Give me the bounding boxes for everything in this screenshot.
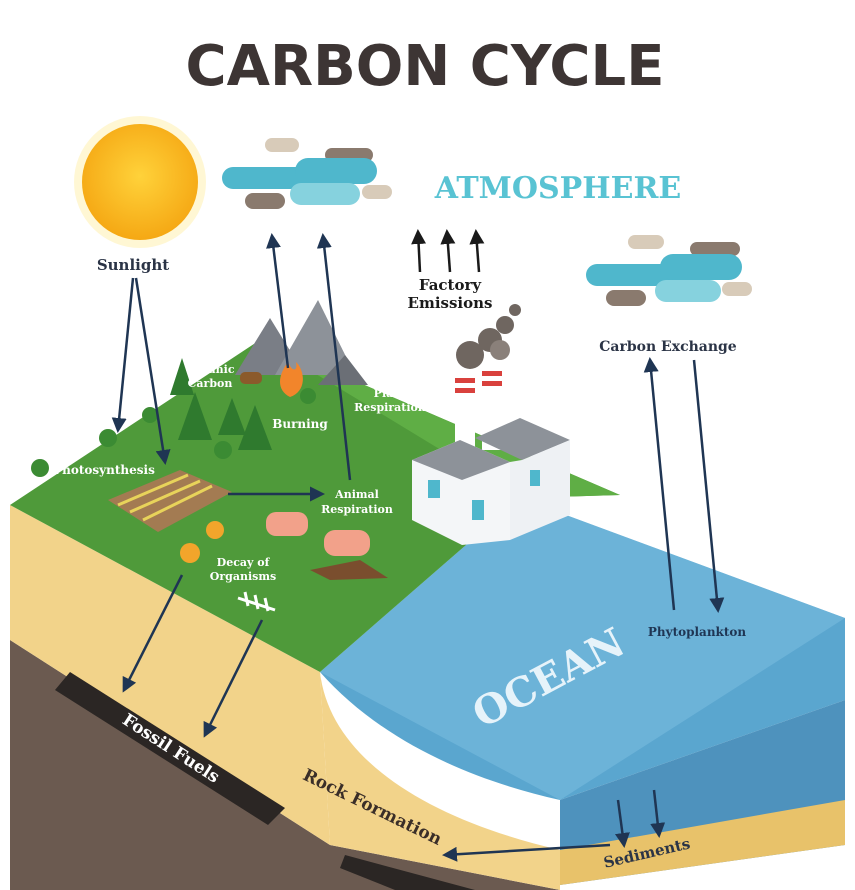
arrow-factory-2 — [440, 229, 456, 273]
organic-carbon-label-line2: Carbon — [188, 377, 233, 390]
sun-icon — [74, 116, 206, 248]
bear-icon — [240, 372, 262, 384]
skeleton-icon — [237, 591, 276, 612]
arrow-sunlight-forest — [111, 277, 135, 433]
animal-respiration-label-line1: Animal — [334, 488, 379, 501]
pigs-icon — [266, 512, 388, 580]
cloud-left-icon — [222, 138, 392, 209]
arrow-ocean-sediments-1 — [614, 799, 630, 848]
organic-carbon-label-line1: Organic — [185, 363, 234, 376]
crop-field-icon — [108, 470, 232, 532]
burning-label: Burning — [272, 417, 328, 431]
factory-emissions-label-line1: Factory — [419, 276, 483, 294]
arrow-sunlight-photosynthesis — [134, 277, 171, 465]
arrow-respiration-atmosphere — [316, 233, 352, 481]
arrow-decay-fossil-1 — [122, 574, 184, 693]
arrow-sediments-rock — [442, 843, 611, 862]
decay-label-line2: Organisms — [210, 570, 276, 583]
arrows — [111, 229, 725, 862]
arrow-burning-atmosphere — [265, 233, 290, 369]
smoke-icon — [456, 304, 521, 369]
soil-layer — [10, 505, 330, 845]
arrow-factory-1 — [411, 229, 427, 273]
atmosphere-label: ATMOSPHERE — [434, 171, 682, 206]
sunlight-label: Sunlight — [97, 256, 169, 274]
cloud-right-icon — [586, 235, 752, 306]
fire-icon — [280, 362, 303, 397]
fossil-fuels-band — [55, 672, 285, 825]
factory-emissions-label-line2: Emissions — [408, 294, 493, 312]
land-surface — [10, 340, 620, 672]
diagram-title: CARBON CYCLE — [186, 34, 665, 99]
animal-respiration-label-line2: Respiration — [321, 503, 393, 516]
forest-icon — [31, 358, 316, 477]
decay-label-line1: Decay of — [217, 556, 271, 569]
photosynthesis-label: Photosynthesis — [53, 463, 155, 477]
autumn-tree-icon — [206, 521, 224, 539]
arrow-ocean-sediments-2 — [650, 789, 666, 838]
factory-icon — [412, 365, 570, 545]
plant-respiration-label-line1: Plant — [374, 387, 408, 400]
carbon-exchange-label: Carbon Exchange — [599, 339, 737, 355]
arrow-ocean-atmosphere — [643, 357, 676, 611]
plant-respiration-label-line2: Respiration — [354, 401, 426, 414]
arrow-atmosphere-ocean — [692, 359, 725, 613]
phytoplankton-label: Phytoplankton — [648, 625, 747, 639]
arrow-decay-fossil-2 — [203, 619, 264, 738]
arrow-factory-3 — [469, 229, 485, 273]
